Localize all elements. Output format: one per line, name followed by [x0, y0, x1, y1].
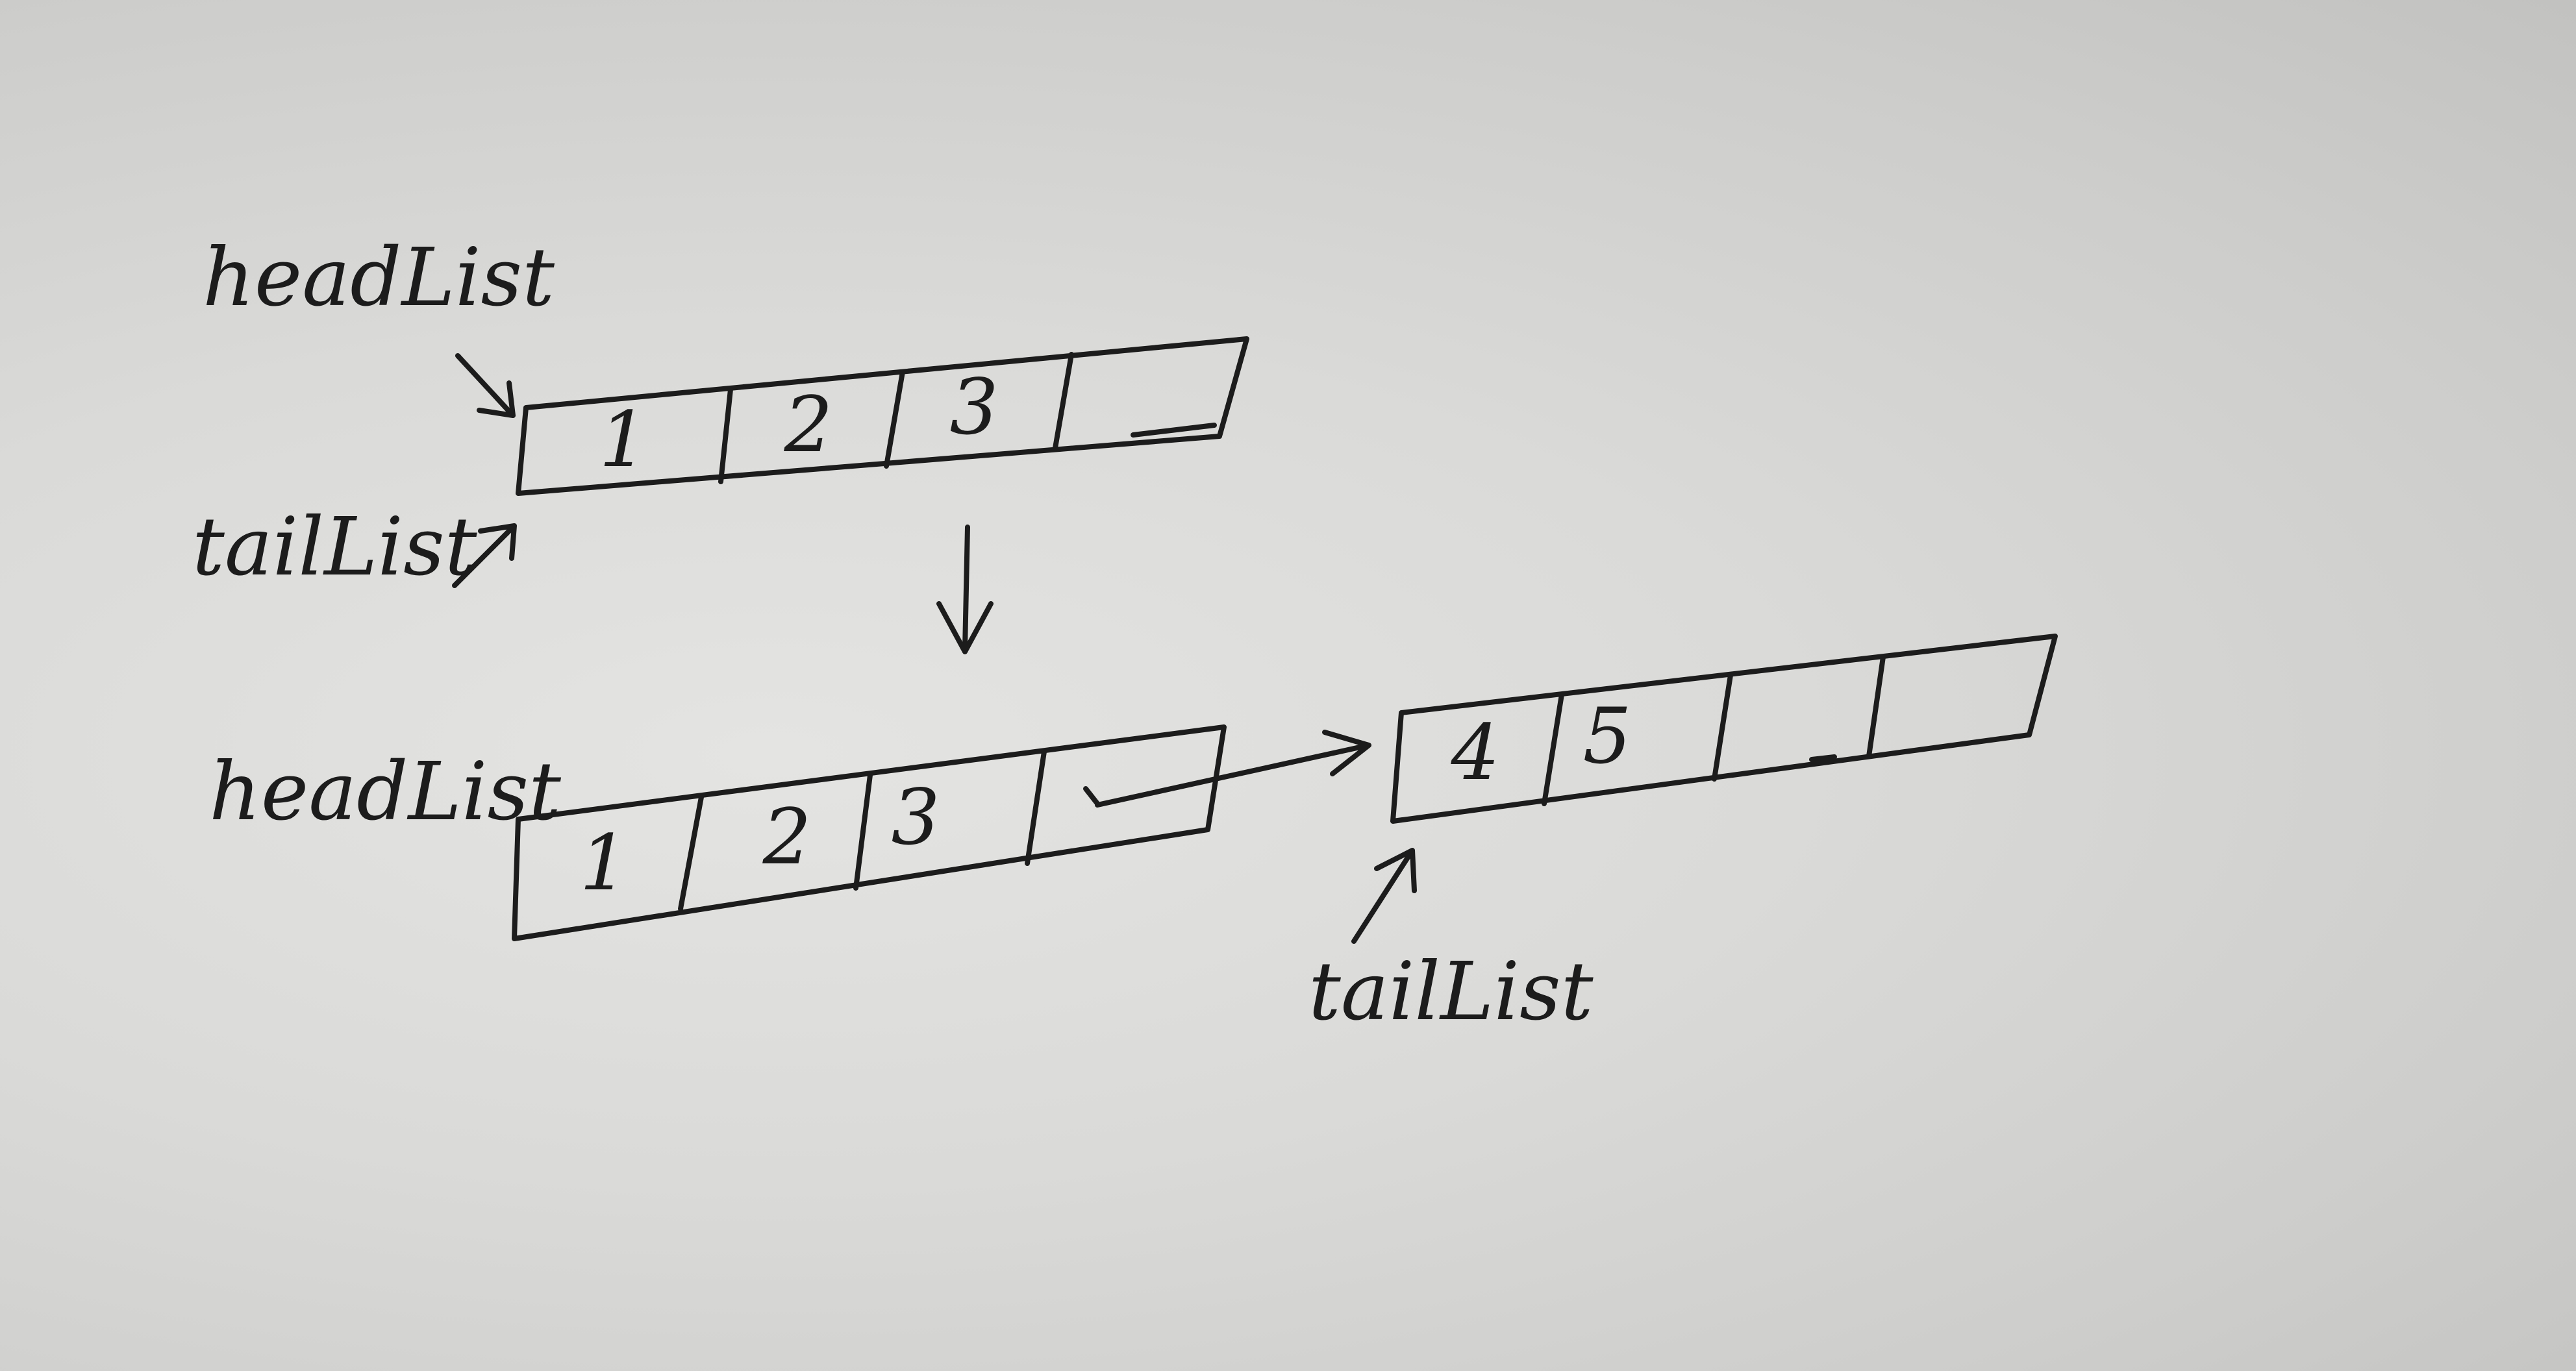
- bottom-right-array-outline: [1390, 634, 2058, 824]
- bottom-right-cell-2: 5: [1582, 691, 1631, 781]
- top-cell-2: 2: [783, 380, 832, 469]
- down-arrow: [936, 525, 994, 654]
- top-cell-4-mark: [1131, 423, 1217, 438]
- bottom-right-array-divider-3: [1866, 654, 1886, 759]
- top-tail-label: tailList: [192, 500, 478, 594]
- bottom-tail-label: tailList: [1308, 945, 1594, 1039]
- bottom-right-array-divider-2: [1712, 673, 1733, 782]
- top-head-label: headList: [203, 231, 555, 325]
- bottom-left-cell-4-mark: [1083, 786, 1100, 806]
- link-arrow: [1095, 730, 1371, 808]
- top-array: 1 2 3: [516, 336, 1249, 496]
- top-cell-1: 1: [599, 395, 647, 484]
- bottom-left-array-divider-3: [1025, 749, 1047, 866]
- bottom-left-cell-2: 2: [762, 792, 811, 882]
- top-array-divider-1: [718, 387, 733, 484]
- bottom-right-cell-3-mark: [1809, 754, 1837, 762]
- bottom-left-cell-3: 3: [891, 772, 940, 862]
- top-head-arrow: [455, 353, 516, 418]
- bottom-right-cell-1: 4: [1450, 708, 1499, 797]
- top-array-divider-2: [884, 369, 905, 469]
- bottom-right-array-divider-1: [1542, 692, 1564, 806]
- bottom-left-array: 1 2 3: [512, 724, 1227, 941]
- bottom-left-array-outline: [512, 724, 1227, 941]
- bottom-right-array: 4 5: [1390, 634, 2058, 824]
- top-array-divider-3: [1053, 352, 1074, 451]
- bottom-head-label: headList: [209, 745, 562, 839]
- bottom-left-array-divider-2: [853, 772, 873, 891]
- top-tail-arrow: [452, 523, 517, 588]
- top-cell-3: 3: [949, 362, 998, 452]
- bottom-left-array-divider-1: [678, 795, 704, 911]
- bottom-left-cell-1: 1: [579, 818, 628, 908]
- top-array-outline: [516, 336, 1249, 496]
- bottom-tail-arrow: [1351, 848, 1417, 944]
